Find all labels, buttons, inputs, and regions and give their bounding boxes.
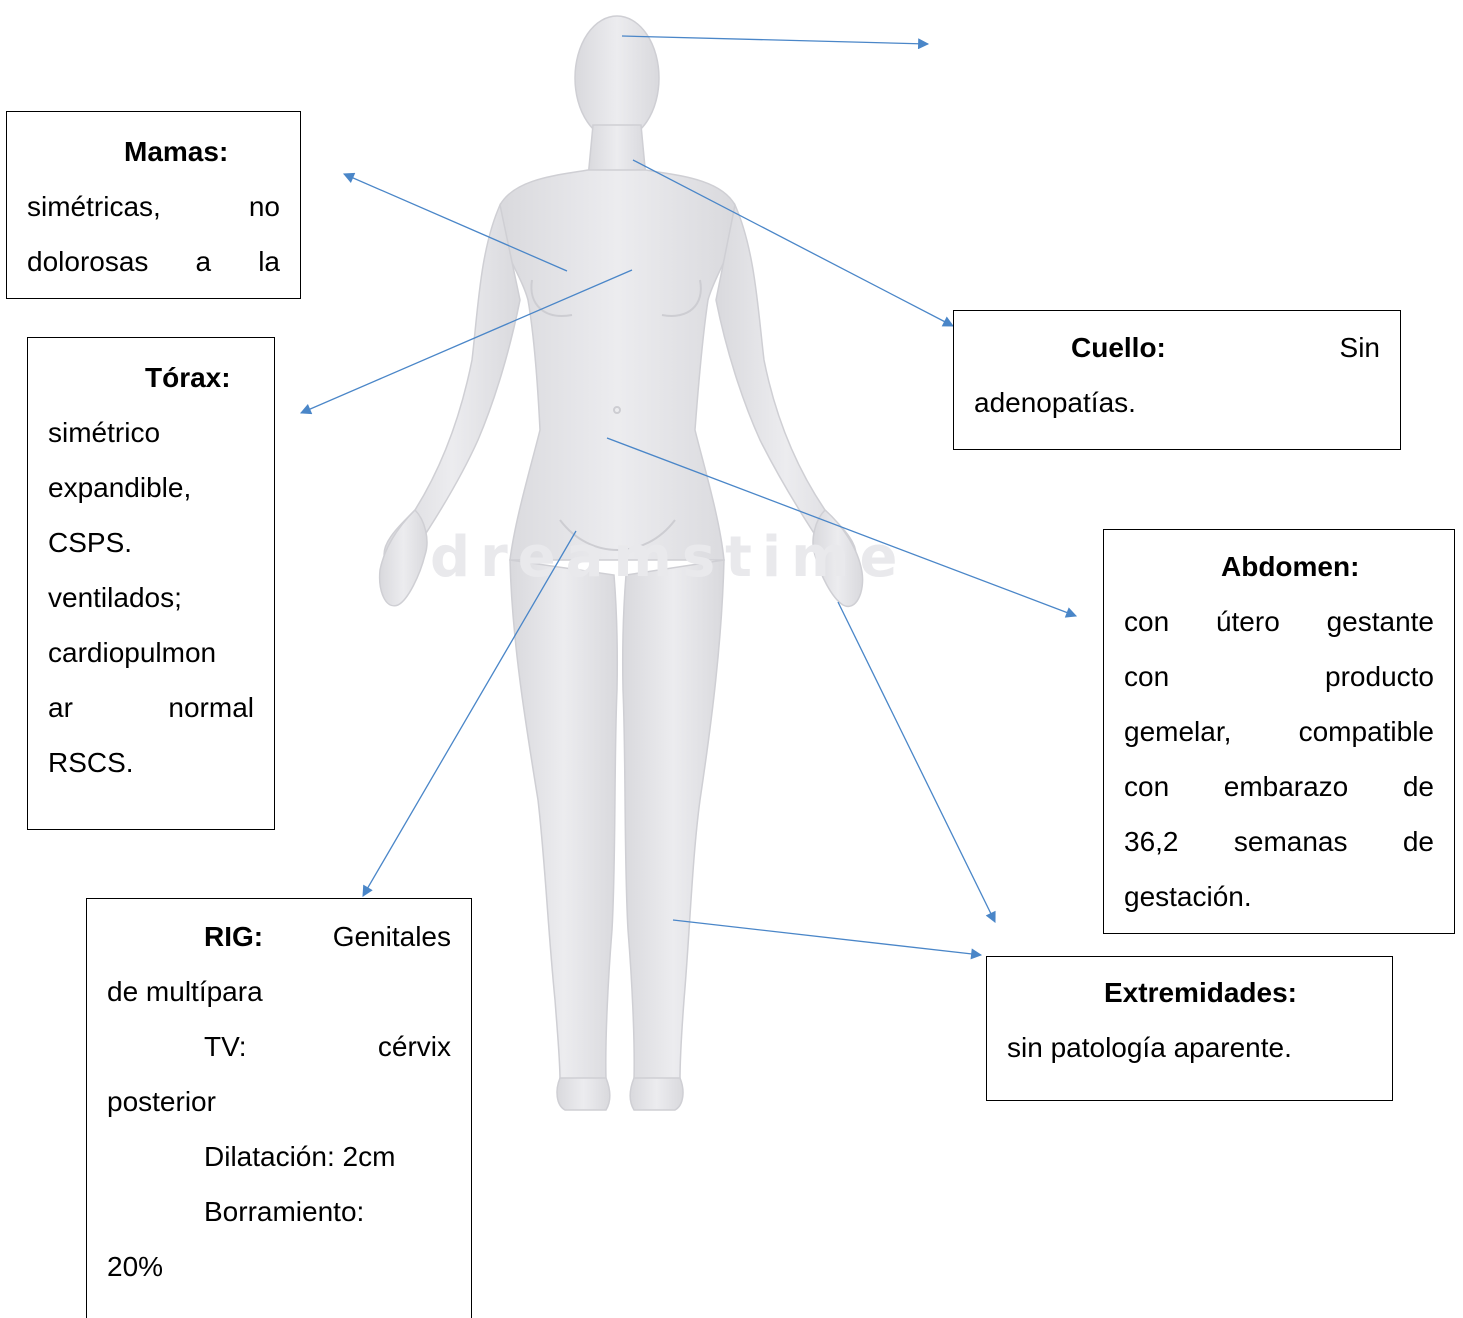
torax-title: Tórax: xyxy=(48,350,254,405)
abdomen-line-4: con embarazo de xyxy=(1124,759,1434,814)
rig-borramiento-value: 20% xyxy=(107,1239,451,1294)
cuello-title-line: Cuello: Sin xyxy=(974,320,1380,375)
watermark-text: dreamstime xyxy=(430,525,907,590)
torax-line-4: ventilados; xyxy=(48,570,254,625)
right-foot xyxy=(630,1078,683,1110)
right-arm xyxy=(716,205,856,563)
torax-line-2: expandible, xyxy=(48,460,254,515)
rig-line-2: de multípara xyxy=(107,964,451,1019)
left-arm xyxy=(384,205,520,563)
left-foot xyxy=(557,1078,610,1110)
cuello-box: Cuello: Sin adenopatías. xyxy=(953,310,1401,450)
abdomen-line-5: 36,2 semanas de xyxy=(1124,814,1434,869)
torax-box: Tórax: simétrico expandible, CSPS. venti… xyxy=(27,337,275,830)
cuello-title: Cuello: xyxy=(1071,332,1166,363)
rig-box: RIG: Genitales de multípara TV: cérvix p… xyxy=(86,898,472,1318)
torax-line-5: cardiopulmon xyxy=(48,625,254,680)
extremidades-line-1: sin patología aparente. xyxy=(1007,1020,1372,1075)
torso xyxy=(498,170,737,560)
rig-dilatacion: Dilatación: 2cm xyxy=(107,1129,451,1184)
rig-borramiento: Borramiento: xyxy=(107,1184,451,1239)
mamas-line-2: dolorosas a la xyxy=(27,234,280,289)
torax-line-3: CSPS. xyxy=(48,515,254,570)
abdomen-box: Abdomen: con útero gestante con producto… xyxy=(1103,529,1455,934)
rig-title-rest: Genitales xyxy=(333,921,451,952)
right-leg xyxy=(623,560,724,1080)
mamas-title: Mamas: xyxy=(27,124,280,179)
head xyxy=(575,16,659,140)
extremidades-title: Extremidades: xyxy=(1007,965,1372,1020)
cuello-title-rest: Sin xyxy=(1340,332,1380,363)
rig-tv: TV: cérvix xyxy=(107,1019,451,1074)
rig-title: RIG: xyxy=(204,921,263,952)
torax-line-1: simétrico xyxy=(48,405,254,460)
abdomen-line-6: gestación. xyxy=(1124,869,1434,924)
abdomen-line-2: con producto xyxy=(1124,649,1434,704)
abdomen-line-1: con útero gestante xyxy=(1124,594,1434,649)
torax-line-7: RSCS. xyxy=(48,735,254,790)
abdomen-line-3: gemelar, compatible xyxy=(1124,704,1434,759)
torax-line-6: ar normal xyxy=(48,680,254,735)
rig-title-line: RIG: Genitales xyxy=(107,909,451,964)
left-hand xyxy=(380,510,427,606)
mamas-line-1: simétricas, no xyxy=(27,179,280,234)
left-leg xyxy=(510,560,617,1080)
extremidades-box: Extremidades: sin patología aparente. xyxy=(986,956,1393,1101)
abdomen-title: Abdomen: xyxy=(1124,539,1434,594)
rig-tv-cont: posterior xyxy=(107,1074,451,1129)
cuello-line-1: adenopatías. xyxy=(974,375,1380,430)
mamas-box: Mamas: simétricas, no dolorosas a la xyxy=(6,111,301,299)
